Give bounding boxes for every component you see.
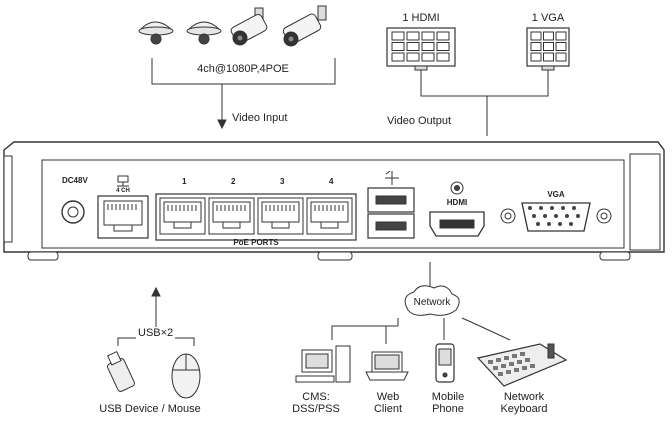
hdmi-monitor-icon: [386, 27, 456, 71]
poe-port-number-4: 4: [329, 177, 334, 186]
hdmi-monitor-label: 1 HDMI: [402, 12, 440, 24]
vga-monitor-label: 1 VGA: [531, 12, 565, 24]
network-cloud-label: Network: [413, 297, 451, 308]
video-input-arrowhead: [217, 119, 227, 130]
usb-icon: [385, 170, 399, 185]
mobile-phone-icon: [435, 343, 455, 383]
usb-arrowhead: [151, 286, 161, 297]
laptop-icon: [365, 351, 409, 381]
video-output-bracket-line: [420, 70, 549, 97]
network-branch-lines: [331, 317, 511, 341]
lan-port: [97, 175, 149, 239]
usb-device-label: USB Device / Mouse: [99, 403, 201, 415]
lan-network-icon: [117, 175, 129, 187]
mouse-icon: [171, 353, 201, 399]
poe-port-number-1: 1: [182, 177, 187, 186]
usb-ports: [367, 170, 415, 239]
bullet-camera-icon: [282, 5, 327, 47]
hdmi-port-label: HDMI: [446, 198, 468, 207]
lan-port-label: 4 CH: [116, 188, 130, 194]
input-spec-label: 4ch@1080P,4POE: [197, 63, 289, 75]
dc-power-jack: [61, 200, 85, 224]
dome-camera-icon: [138, 21, 174, 45]
poe-ports-label: PoE PORTS: [233, 238, 279, 247]
usb-flash-drive-icon: [106, 350, 136, 392]
desktop-computer-icon: [295, 345, 351, 383]
video-input-label: Video Input: [232, 112, 288, 124]
network-keyboard-icon: [476, 343, 568, 387]
dome-camera-icon: [186, 21, 222, 45]
client-label-cms: CMS:DSS/PSS: [292, 391, 340, 415]
dc-power-label: DC48V: [62, 176, 88, 185]
network-cloud-icon: [404, 285, 460, 316]
usb-count-label: USB×2: [136, 327, 176, 339]
usb-bracket-line: [117, 337, 195, 346]
video-output-label: Video Output: [387, 115, 452, 127]
vga-port-label: VGA: [547, 190, 565, 199]
poe-port-number-2: 2: [231, 177, 236, 186]
poe-port-number-3: 3: [280, 177, 285, 186]
camera-bracket-line: [151, 58, 336, 85]
vga-monitor-icon: [526, 27, 570, 71]
bullet-camera-icon: [230, 7, 268, 46]
vga-port: [500, 202, 612, 232]
hdmi-port: [429, 181, 485, 237]
poe-ports-block: [155, 193, 357, 241]
